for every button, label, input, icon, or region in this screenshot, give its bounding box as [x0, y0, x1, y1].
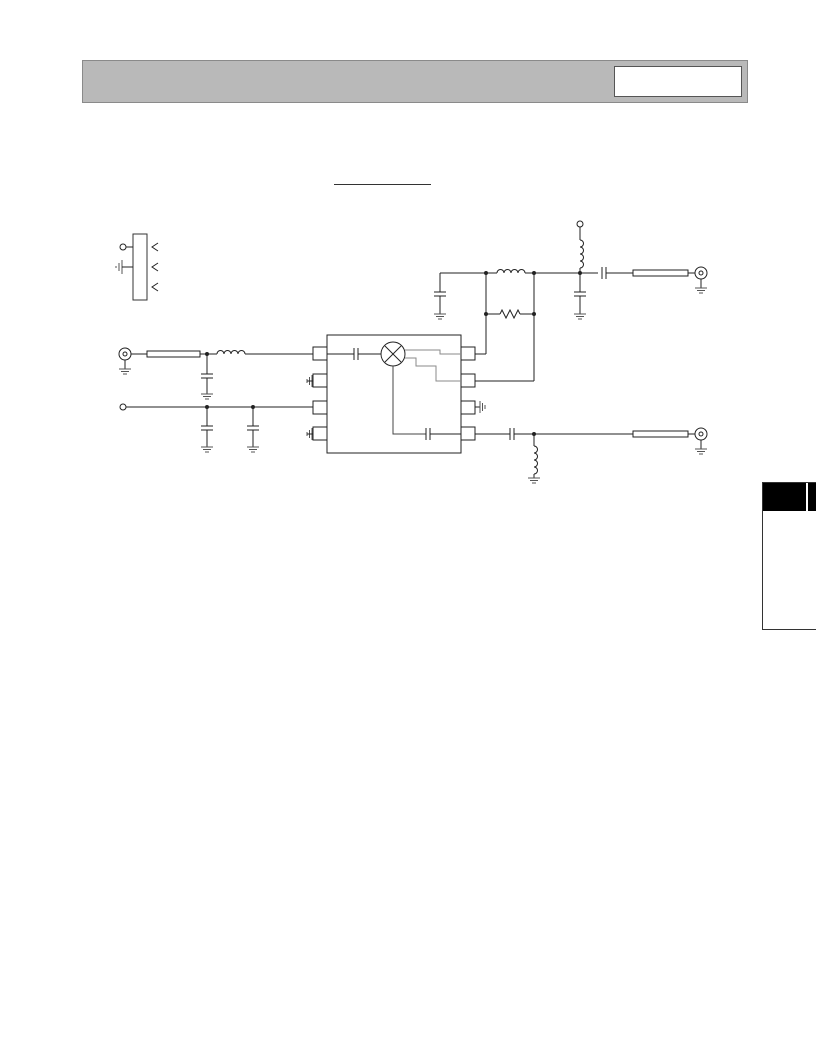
bias-input-network: [119, 403, 313, 453]
figure-title-underline: [334, 184, 431, 185]
part-number-box: [614, 66, 742, 97]
lo-input-network: [118, 347, 313, 400]
section-tab-notch: [806, 483, 808, 511]
section-tab-header: [763, 483, 816, 511]
rf-output-network: [433, 220, 708, 382]
if-output-network: [475, 427, 708, 484]
mixer-ic: [312, 334, 476, 454]
header-bar: [82, 60, 748, 103]
legend-block: [115, 233, 159, 301]
section-tab: [762, 482, 816, 630]
